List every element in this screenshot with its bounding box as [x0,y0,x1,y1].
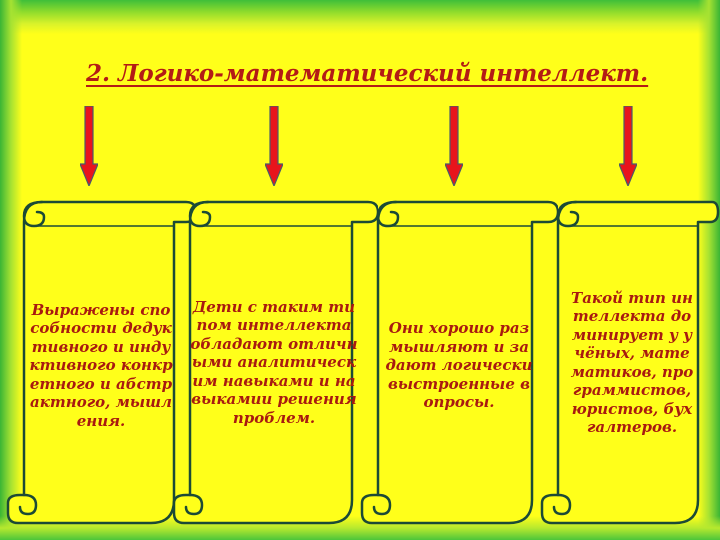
down-arrow-icon [265,106,283,186]
card-3-text: Они хорошо размышляют и задают логически… [385,319,533,412]
scroll-card-3: Они хорошо размышляют и задают логически… [360,200,558,525]
scroll-card-2: Дети с таким типом интеллекта обладают о… [172,200,378,525]
slide-title: 2. Логико-математический интеллект. [86,60,649,87]
scroll-card-1: Выражены способности дедуктивного и инду… [6,200,196,525]
scroll-shape-icon [540,200,720,525]
card-2-text: Дети с таким типом интеллекта обладают о… [190,297,358,427]
decorative-green-border-top [0,0,720,34]
scroll-card-4: Такой тип интеллекта доминирует у учёных… [540,200,720,525]
down-arrow-icon [445,106,463,186]
down-arrow-icon [80,106,98,186]
card-1-text: Выражены способности дедуктивного и инду… [29,300,173,430]
card-4-text: Такой тип интеллекта доминирует у учёных… [570,288,694,437]
scroll-shape-icon [6,200,196,525]
down-arrow-icon [619,106,637,186]
